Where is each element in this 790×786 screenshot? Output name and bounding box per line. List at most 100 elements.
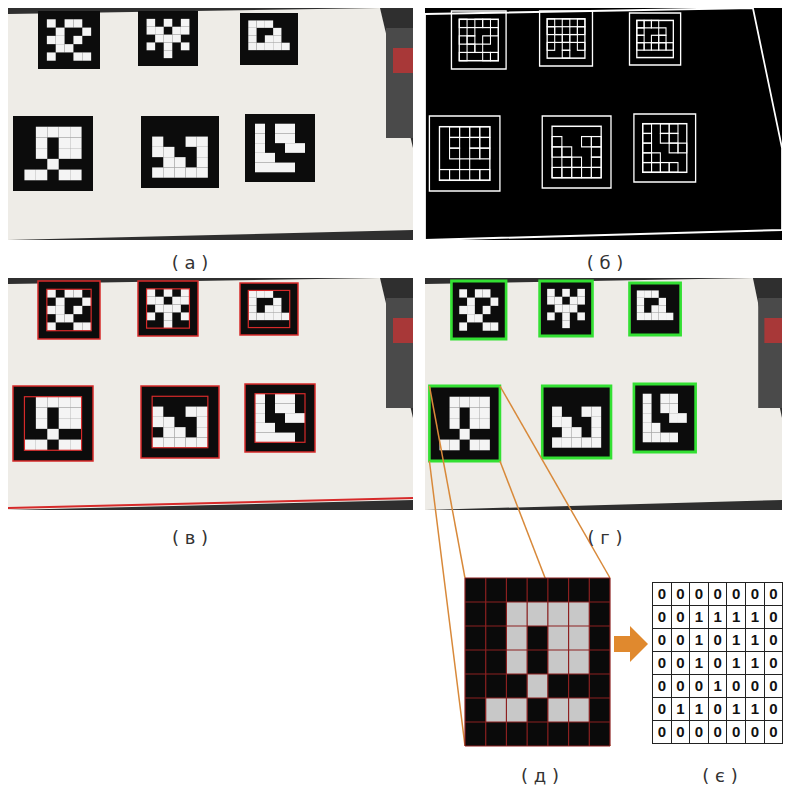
detected-contour <box>540 281 593 336</box>
marker-cell <box>659 28 666 35</box>
marker-cell <box>59 148 70 159</box>
marker-cell <box>36 418 47 429</box>
marker-cell <box>248 313 256 320</box>
marker-cell <box>562 147 572 157</box>
marker-cell <box>70 397 81 408</box>
marker-cell <box>174 427 185 437</box>
marker-cell <box>562 312 570 320</box>
marker-cell <box>59 397 70 408</box>
marker-cell <box>181 312 190 320</box>
marker-body <box>245 114 315 182</box>
marker-cell <box>152 147 163 157</box>
marker-cell <box>582 407 592 417</box>
marker-cell <box>163 427 174 437</box>
marker-cell <box>257 20 265 27</box>
marker-cell <box>285 413 295 423</box>
marker-cell <box>669 163 678 173</box>
grid-cell <box>506 602 527 626</box>
marker-cell <box>651 305 658 312</box>
marker-cell <box>155 305 164 313</box>
grid-line <box>568 578 569 746</box>
marker-cell <box>637 20 644 27</box>
marker-edge <box>630 13 681 65</box>
marker-cell <box>73 36 82 44</box>
marker-cell <box>47 159 58 170</box>
marker-cell <box>163 167 174 177</box>
marker-cell <box>197 427 208 437</box>
marker-cell <box>480 137 490 148</box>
marker-cell <box>73 289 82 297</box>
marker-cell <box>547 289 555 297</box>
marker-cell <box>65 44 74 52</box>
marker-cell <box>82 28 91 36</box>
matrix-cell: 1 <box>726 628 746 652</box>
grid-line <box>465 673 610 674</box>
marker-cell <box>643 133 652 143</box>
marker-cell <box>475 289 483 297</box>
marker-cell <box>164 312 173 320</box>
device-part <box>386 298 413 408</box>
marker-cell <box>643 143 652 153</box>
marker-cell <box>73 19 82 27</box>
marker-body <box>245 384 315 452</box>
marker-cell <box>56 36 65 44</box>
marker-cell <box>265 305 273 312</box>
matrix-cell: 1 <box>671 697 691 721</box>
marker-cell <box>36 137 47 148</box>
marker-cell <box>637 305 644 312</box>
marker-cell <box>285 124 295 134</box>
panel-label: ( д ) <box>521 765 559 786</box>
marker-cell <box>651 20 658 27</box>
marker-cell <box>59 170 70 181</box>
marker-cell <box>56 314 65 322</box>
marker-cell <box>275 394 285 404</box>
marker-cell <box>483 19 491 27</box>
grid-line <box>465 601 610 602</box>
marker-cell <box>265 20 273 27</box>
marker-cell <box>659 305 666 312</box>
device-part <box>764 318 782 343</box>
panel-background <box>8 278 413 510</box>
marker-cell <box>73 306 82 314</box>
marker-cell <box>480 397 490 408</box>
matrix-cell: 0 <box>689 720 709 744</box>
marker-cell <box>483 36 491 44</box>
marker-cell <box>47 322 56 330</box>
marker-cell <box>255 413 265 423</box>
marker-body <box>240 13 298 65</box>
marker-cell <box>577 289 585 297</box>
marker-cell <box>547 42 555 50</box>
marker-cell <box>467 306 475 314</box>
candidate-contour <box>147 289 190 328</box>
matrix-cell: 0 <box>764 651 784 675</box>
grid-cell <box>548 626 569 650</box>
marker-cell <box>552 137 562 147</box>
marker-cell <box>70 170 81 181</box>
marker-cell <box>582 437 592 447</box>
marker-cell <box>459 306 467 314</box>
marker-cell <box>56 306 65 314</box>
marker-cell <box>577 297 585 305</box>
marker-cell <box>152 417 163 427</box>
marker-cell <box>450 127 460 138</box>
detected-contour <box>429 386 500 461</box>
aruco-marker <box>13 116 93 191</box>
aruco-marker <box>141 116 219 188</box>
marker-body <box>138 281 198 336</box>
marker-cell <box>659 298 666 305</box>
paper-edge <box>425 8 782 240</box>
marker-edge <box>429 116 500 191</box>
matrix-cell: 0 <box>671 674 691 698</box>
marker-cell <box>483 289 491 297</box>
aruco-marker <box>542 116 611 188</box>
marker-cell <box>470 407 480 418</box>
marker-cell <box>652 163 661 173</box>
marker-body <box>138 11 198 66</box>
marker-cell <box>164 305 173 313</box>
marker-cell <box>659 35 666 42</box>
marker-cell <box>459 52 467 60</box>
marker-grid <box>465 578 610 746</box>
marker-cell <box>552 417 562 427</box>
marker-cell <box>65 314 74 322</box>
marker-cell <box>273 43 281 50</box>
